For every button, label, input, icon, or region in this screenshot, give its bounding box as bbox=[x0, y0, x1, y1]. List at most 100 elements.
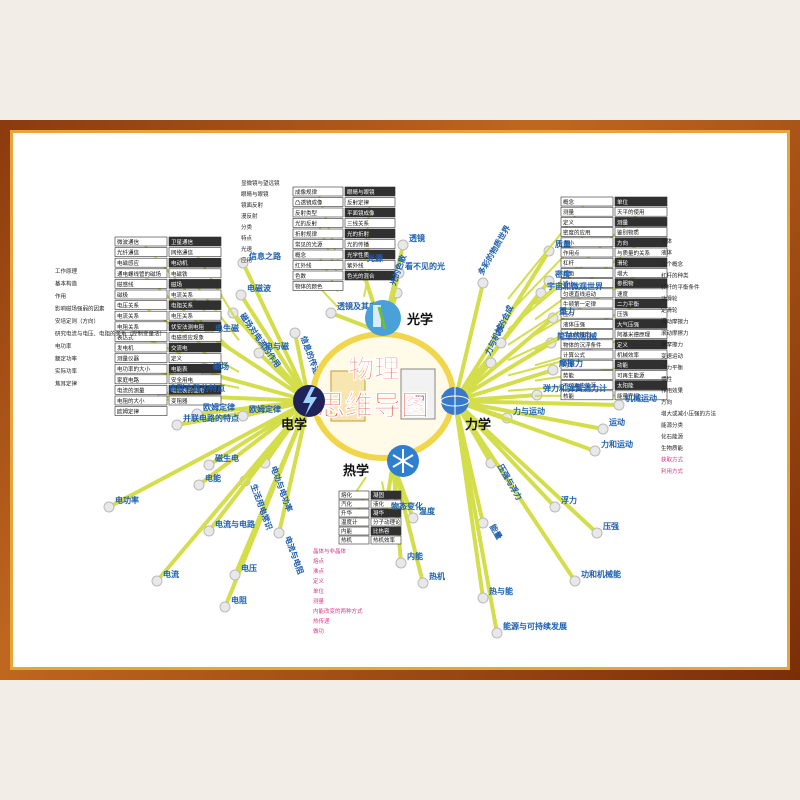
leaf-box-label: 密度的应用 bbox=[563, 229, 591, 237]
leaf-note: 单位 bbox=[313, 587, 325, 595]
leaf-box-label: 色数 bbox=[295, 272, 307, 280]
branch-node bbox=[547, 364, 559, 376]
leaf-note: 变速运动 bbox=[661, 352, 684, 360]
branch-node bbox=[591, 527, 603, 539]
leaf-note: 化石能源 bbox=[661, 433, 684, 441]
leaf-note: 应用 bbox=[241, 256, 252, 264]
leaf-box-label: 红外线 bbox=[295, 262, 312, 270]
leaf-box bbox=[292, 228, 344, 239]
leaf-box-label: 色光的混合 bbox=[347, 272, 375, 280]
center-right-card bbox=[400, 368, 436, 420]
leaf-box-label: 参照物 bbox=[617, 280, 634, 288]
leaf-box-label: 与质量的关系 bbox=[617, 249, 651, 257]
leaf-note: 作用 bbox=[55, 292, 66, 300]
leaf-box-label: 计算公式 bbox=[563, 351, 586, 359]
leaf-box bbox=[344, 239, 396, 249]
leaf-box bbox=[168, 289, 222, 300]
leaf-box bbox=[168, 247, 222, 257]
leaf-note: 动滑轮 bbox=[661, 295, 678, 303]
leaf-note: 液体 bbox=[661, 249, 673, 257]
picture-frame: 成像规律眼睛与眼镜凸透镜成像反射定律反射类型平面镜成像光的反射三线关系折射规律光… bbox=[0, 120, 800, 680]
leaf-box-label: 交流电 bbox=[171, 344, 188, 352]
leaf-box-label: 电流表的使用 bbox=[171, 386, 204, 394]
branch-label: 电流 bbox=[163, 569, 179, 579]
branch-node bbox=[569, 575, 581, 587]
branch-label: 透镜 bbox=[409, 233, 425, 243]
leaf-box-label: 网络通信 bbox=[171, 249, 194, 257]
leaf-note: 内能改变的两种方式 bbox=[313, 607, 363, 615]
leaf-box-label: 光的反射 bbox=[295, 220, 318, 228]
branch-label: 力和运动 bbox=[601, 439, 633, 449]
branch-node bbox=[477, 277, 489, 289]
leaf-box-label: 动能 bbox=[617, 361, 629, 369]
branch-node bbox=[237, 257, 249, 269]
leaf-box-label: 鉴别物质 bbox=[617, 229, 640, 237]
branch-label: 电磁波 bbox=[247, 283, 272, 293]
leaf-box bbox=[370, 535, 402, 545]
leaf-box bbox=[344, 249, 396, 260]
leaf-box-label: 太阳能 bbox=[617, 382, 634, 390]
leaf-box-label: 安全用电 bbox=[171, 376, 194, 384]
branch-line bbox=[453, 249, 551, 403]
branch-label: 机械运动 bbox=[625, 393, 657, 403]
branch-label: 磁生电 bbox=[215, 453, 239, 463]
leaf-box bbox=[614, 288, 668, 299]
leaf-box bbox=[344, 197, 396, 207]
leaf-note: 滑动摩擦力 bbox=[661, 318, 689, 326]
leaf-note: 电功率 bbox=[55, 342, 72, 350]
leaf-box bbox=[114, 268, 168, 279]
branch-node bbox=[543, 275, 555, 287]
leaf-box bbox=[114, 236, 168, 247]
leaf-box bbox=[560, 217, 614, 227]
leaf-box bbox=[370, 517, 402, 527]
leaf-box-label: 减小 bbox=[563, 280, 575, 288]
leaf-box-label: 液体压强 bbox=[563, 320, 586, 328]
leaf-box bbox=[114, 342, 168, 353]
leaf-connector bbox=[534, 210, 642, 305]
branch-node bbox=[397, 239, 409, 251]
leaf-box-label: 斜面 bbox=[563, 269, 575, 277]
branch-line bbox=[233, 399, 311, 577]
branch-label: 信息之路 bbox=[249, 251, 282, 261]
leaf-box bbox=[560, 227, 614, 237]
branch-label: 透镜及其应用 bbox=[337, 301, 385, 311]
leaf-box-label: 变阻器 bbox=[171, 397, 188, 405]
branch-line bbox=[453, 399, 499, 635]
leaf-box-label: 电阻关系 bbox=[171, 302, 194, 310]
leaf-box-label: 滑轮 bbox=[617, 259, 629, 267]
leaf-box bbox=[560, 237, 614, 248]
leaf-box bbox=[338, 535, 370, 545]
leaf-note: 熔点 bbox=[313, 557, 325, 565]
leaf-box-label: 电磁感应 bbox=[117, 259, 140, 267]
leaf-box-label: 匀速直线运动 bbox=[563, 290, 597, 298]
leaf-note: 眼睛与眼镜 bbox=[241, 190, 269, 198]
leaf-box bbox=[614, 308, 668, 319]
leaf-box bbox=[614, 206, 668, 217]
branch-label: 串联电路的特点 bbox=[169, 383, 225, 393]
leaf-box-label: 物体的颜色 bbox=[295, 283, 323, 291]
branch-label: 简单的机械 bbox=[557, 331, 597, 341]
leaf-box bbox=[114, 310, 168, 321]
branch-label: 能源与可持续发展 bbox=[503, 621, 567, 631]
branch-node bbox=[477, 592, 489, 604]
leaf-note: 焦耳定律 bbox=[55, 380, 78, 388]
branch-node bbox=[203, 459, 215, 471]
leaf-box-label: 光学性质 bbox=[347, 251, 370, 259]
leaf-box-label: 大气压强 bbox=[617, 320, 640, 328]
leaf-box-label: 发电机 bbox=[117, 344, 134, 352]
leaf-box bbox=[560, 319, 614, 329]
branch-label: 欧姆定律 bbox=[203, 402, 235, 412]
leaf-box-label: 凝华 bbox=[373, 509, 385, 517]
leaf-box bbox=[614, 257, 668, 268]
branch-node bbox=[193, 479, 205, 491]
branch-label: 热与能 bbox=[489, 586, 513, 596]
leaf-boxes: 成像规律眼睛与眼镜凸透镜成像反射定律反射类型平面镜成像光的反射三线关系折射规律光… bbox=[114, 186, 668, 545]
leaf-box-label: 反射定律 bbox=[347, 199, 370, 207]
branch-label: 密度 bbox=[554, 269, 572, 279]
leaf-box bbox=[168, 374, 222, 385]
branch-label: 力与运动 bbox=[513, 406, 545, 416]
leaf-box bbox=[344, 218, 396, 228]
leaf-box-label: 汽化 bbox=[341, 500, 353, 508]
leaf-box-label: 概念 bbox=[295, 251, 307, 259]
